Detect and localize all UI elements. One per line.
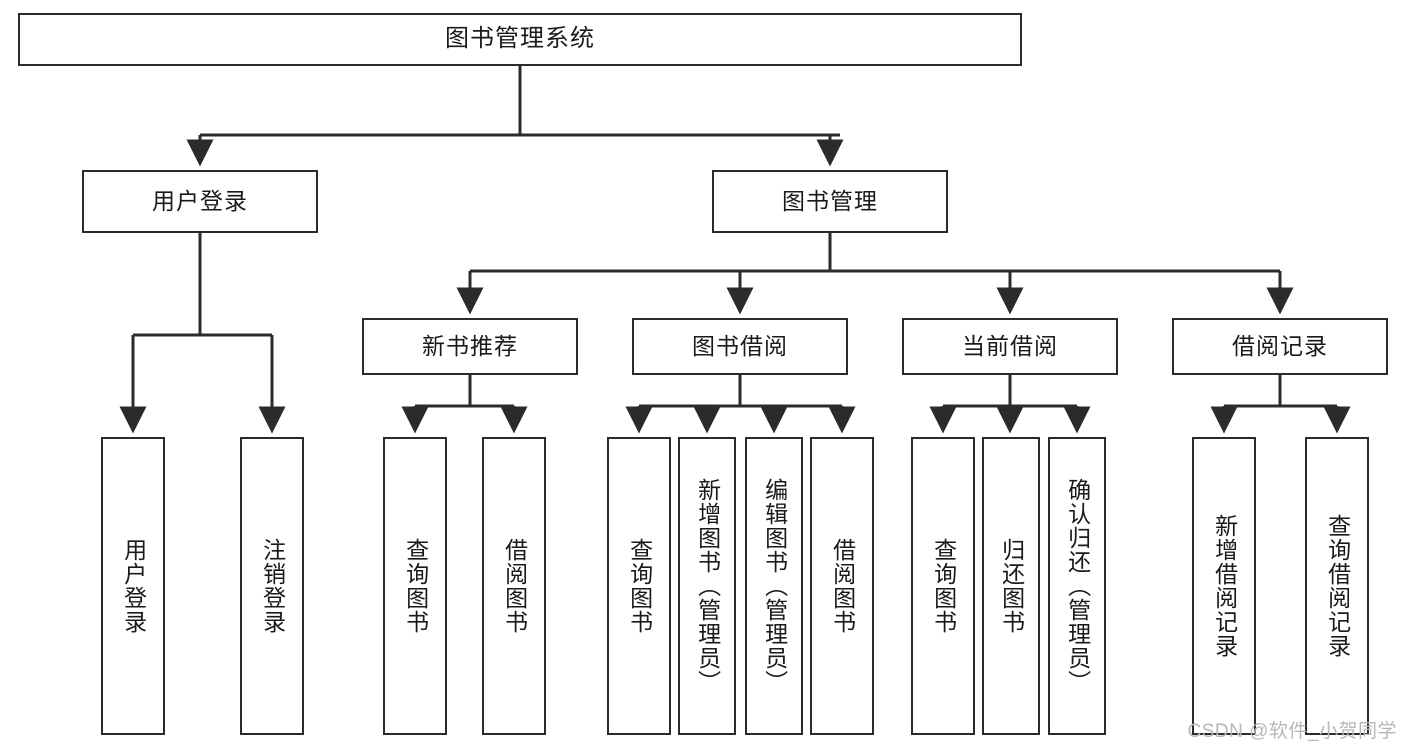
node-borrow-record[interactable]: 借阅记录 [1172, 318, 1388, 375]
node-query-book-2[interactable]: 查询图书 [607, 437, 671, 735]
node-edit-book[interactable]: 编辑图书（管理员） [745, 437, 803, 735]
node-book-borrow[interactable]: 图书借阅 [632, 318, 848, 375]
node-query-borrow-record[interactable]: 查询借阅记录 [1305, 437, 1369, 735]
node-root[interactable]: 图书管理系统 [18, 13, 1022, 66]
watermark-text: CSDN @软件_小贺同学 [1187, 721, 1397, 742]
node-borrow-book-1[interactable]: 借阅图书 [482, 437, 546, 735]
edge-userlogin-to-leaves [119, 233, 286, 434]
node-login[interactable]: 用户登录 [101, 437, 165, 735]
edge-currentborrow-to-leaves [929, 375, 1091, 434]
node-new-book-recommend[interactable]: 新书推荐 [362, 318, 578, 375]
node-confirm-return[interactable]: 确认归还（管理员） [1048, 437, 1106, 735]
node-query-book-3[interactable]: 查询图书 [911, 437, 975, 735]
node-logout[interactable]: 注销登录 [240, 437, 304, 735]
node-return-book[interactable]: 归还图书 [982, 437, 1040, 735]
node-borrow-book-2[interactable]: 借阅图书 [810, 437, 874, 735]
edge-newbook-to-leaves [401, 375, 528, 434]
edge-root-to-level1 [186, 66, 844, 167]
edge-bookmanage-to-children [456, 233, 1294, 315]
node-user-login[interactable]: 用户登录 [82, 170, 318, 233]
node-add-book[interactable]: 新增图书（管理员） [678, 437, 736, 735]
node-query-book-1[interactable]: 查询图书 [383, 437, 447, 735]
node-add-borrow-record[interactable]: 新增借阅记录 [1192, 437, 1256, 735]
edge-borrowrecord-to-leaves [1210, 375, 1351, 434]
node-book-manage[interactable]: 图书管理 [712, 170, 948, 233]
edge-bookborrow-to-leaves [625, 375, 856, 434]
node-current-borrow[interactable]: 当前借阅 [902, 318, 1118, 375]
